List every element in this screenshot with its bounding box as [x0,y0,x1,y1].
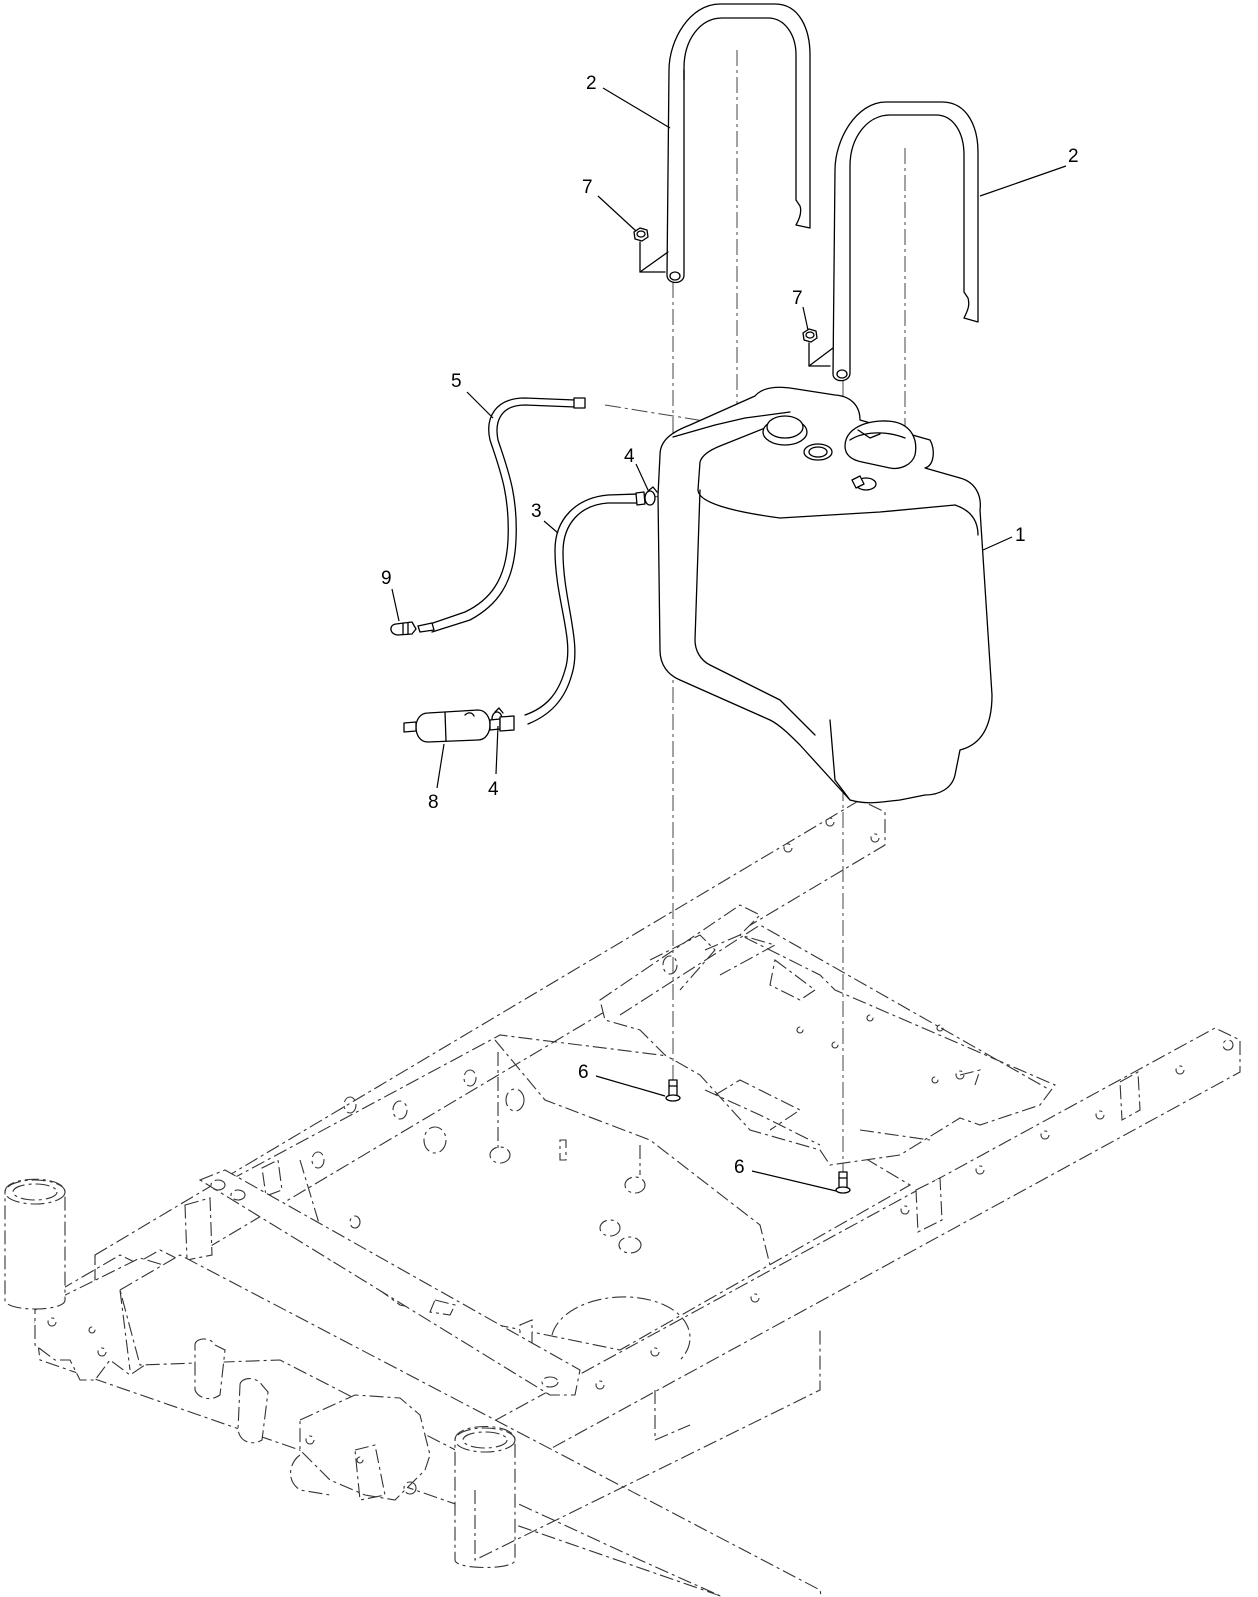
tank-strap-front [832,101,979,382]
callout-4-lower-clamp: 4 [488,779,499,800]
fuel-hose [524,491,646,725]
callout-7-rear-nut: 7 [582,177,593,198]
callout-4-upper-clamp: 4 [624,446,635,467]
fuel-tank [657,386,993,804]
callout-5: 5 [451,371,462,392]
check-valve [390,621,417,636]
flange-nut-rear [633,227,669,273]
fuel-filter [403,709,515,743]
frame-ghost [4,799,1241,1597]
callout-9: 9 [381,568,392,589]
callout-2-front-strap: 2 [1068,146,1079,167]
callout-7-front-nut: 7 [792,288,803,309]
callout-6-rear-bolt: 6 [578,1062,589,1083]
callout-3: 3 [531,501,542,522]
vent-hose [417,397,586,633]
carriage-bolt-front [835,1171,851,1194]
callout-2-rear-strap: 2 [586,73,597,94]
callout-1: 1 [1015,525,1026,546]
carriage-bolt-rear [665,1079,681,1102]
leader-lines [391,87,1067,1192]
callouts: 1 2 2 3 4 4 5 6 6 7 7 8 9 [381,73,1079,1178]
flange-nut-front [802,328,834,367]
callout-6-front-bolt: 6 [734,1157,745,1178]
tank-strap-rear [666,3,811,284]
callout-8: 8 [428,792,439,813]
hose-clamp-upper [644,486,658,506]
